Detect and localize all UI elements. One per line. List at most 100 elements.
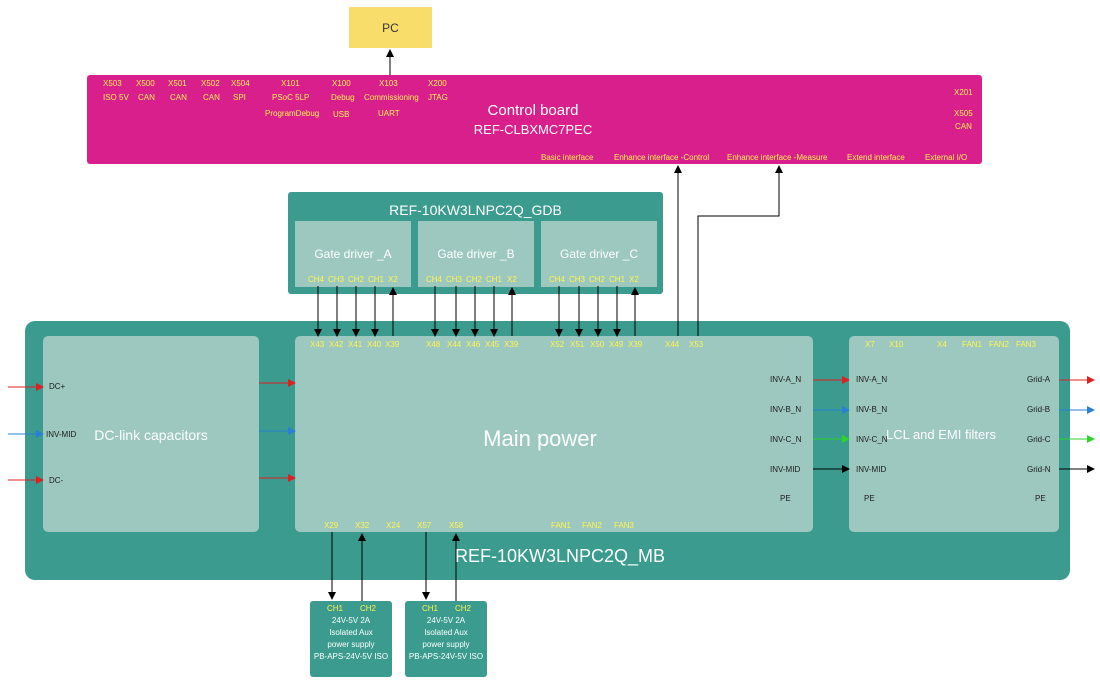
main-power-pin: X48 bbox=[426, 340, 441, 349]
connector-id: X505 bbox=[954, 109, 973, 118]
main-power-pin: X39 bbox=[628, 340, 643, 349]
filter-pin: FAN3 bbox=[1016, 340, 1037, 349]
main-power-pin: X57 bbox=[417, 521, 432, 530]
filter-pin: FAN1 bbox=[962, 340, 983, 349]
interface-label: External I/O bbox=[925, 153, 968, 162]
connector-id: X502 bbox=[201, 79, 220, 88]
filter-pin: X7 bbox=[865, 340, 875, 349]
connector-id: X201 bbox=[954, 88, 973, 97]
connector-desc: CAN bbox=[170, 93, 187, 102]
filter-pin: FAN2 bbox=[989, 340, 1010, 349]
connector-desc: CAN bbox=[203, 93, 220, 102]
connector-id: X101 bbox=[281, 79, 300, 88]
gate-driver-label: Gate driver _A bbox=[314, 247, 392, 261]
main-power-pin: X39 bbox=[385, 340, 400, 349]
connector-desc: ISO 5V bbox=[103, 93, 129, 102]
interface-label: Enhance interface -Control bbox=[614, 153, 710, 162]
main-power-pin: X49 bbox=[609, 340, 624, 349]
filters-label: LCL and EMI filters bbox=[885, 427, 997, 442]
connector-desc: CAN bbox=[955, 122, 972, 131]
connector-desc: SPI bbox=[233, 93, 246, 102]
interface-label: Extend interface bbox=[847, 153, 905, 162]
gate-driver-c bbox=[541, 221, 657, 287]
gate-pin: CH3 bbox=[328, 275, 345, 284]
pc-label: PC bbox=[382, 21, 399, 35]
connector-desc: CAN bbox=[138, 93, 155, 102]
main-power-pin: X32 bbox=[355, 521, 370, 530]
gate-pin: CH2 bbox=[589, 275, 606, 284]
main-power-pin: X51 bbox=[570, 340, 585, 349]
gate-driver-a bbox=[295, 221, 411, 287]
main-board-title: REF-10KW3LNPC2Q_MB bbox=[454, 546, 666, 566]
main-power-pin: X58 bbox=[449, 521, 464, 530]
aux-pin: CH2 bbox=[455, 604, 472, 613]
aux-pin: CH2 bbox=[360, 604, 377, 613]
gate-pin: CH4 bbox=[549, 275, 566, 284]
connector-id: X103 bbox=[379, 79, 398, 88]
aux-line: power supply bbox=[422, 640, 470, 649]
connector-desc: Commissioning bbox=[364, 93, 419, 102]
gate-pin: CH2 bbox=[348, 275, 365, 284]
main-power-pin: X24 bbox=[386, 521, 401, 530]
control-board-subtitle: REF-CLBXMC7PEC bbox=[473, 122, 593, 137]
main-power-pin: X41 bbox=[348, 340, 363, 349]
gate-pin: CH3 bbox=[569, 275, 586, 284]
aux-pin: CH1 bbox=[327, 604, 344, 613]
connector-id: X501 bbox=[168, 79, 187, 88]
connector-id: X503 bbox=[103, 79, 122, 88]
gdb-title: REF-10KW3LNPC2Q_GDB bbox=[389, 202, 562, 218]
grid-output: Grid-A bbox=[1027, 375, 1051, 384]
gate-driver-label: Gate driver _C bbox=[559, 247, 639, 261]
aux-line: 24V-5V 2A bbox=[331, 616, 371, 625]
gate-driver-b bbox=[418, 221, 534, 287]
filter-input: INV-MID bbox=[856, 465, 887, 474]
main-power-output: INV-A_N bbox=[770, 375, 802, 384]
main-power-pin: FAN2 bbox=[582, 521, 603, 530]
main-power-pin: X39 bbox=[504, 340, 519, 349]
main-power-pin: FAN3 bbox=[614, 521, 635, 530]
gate-pin: CH4 bbox=[426, 275, 443, 284]
filter-pin: X4 bbox=[937, 340, 947, 349]
main-power-output: INV-B_N bbox=[770, 405, 802, 414]
gate-pin: CH3 bbox=[446, 275, 463, 284]
filter-pin: X10 bbox=[889, 340, 904, 349]
connector-desc: JTAG bbox=[428, 93, 448, 102]
lcl-emi-filters bbox=[849, 336, 1059, 532]
gate-pin: X2 bbox=[629, 275, 639, 284]
connector-id: X100 bbox=[332, 79, 351, 88]
aux-line: power supply bbox=[327, 640, 375, 649]
dc-input-label: DC+ bbox=[49, 382, 66, 391]
aux-line: 24V-5V 2A bbox=[426, 616, 466, 625]
grid-output: Grid-B bbox=[1027, 405, 1051, 414]
grid-output: Grid-C bbox=[1027, 435, 1051, 444]
aux-line: PB-APS-24V-5V ISO bbox=[408, 652, 484, 661]
main-power-pin: X44 bbox=[665, 340, 680, 349]
grid-output: PE bbox=[1035, 494, 1046, 503]
main-power-pin: X45 bbox=[485, 340, 500, 349]
main-power bbox=[295, 336, 813, 532]
main-power-output: INV-MID bbox=[770, 465, 801, 474]
main-power-pin: X46 bbox=[466, 340, 481, 349]
connector-id: X504 bbox=[231, 79, 250, 88]
dc-input-label: INV-MID bbox=[46, 430, 77, 439]
connector-desc-2: ProgramDebug bbox=[265, 109, 320, 118]
interface-label: Enhance interface -Measure bbox=[727, 153, 828, 162]
main-power-pin: FAN1 bbox=[551, 521, 572, 530]
main-power-pin: X50 bbox=[590, 340, 605, 349]
dc-link-capacitors bbox=[43, 336, 259, 532]
aux-line: PB-APS-24V-5V ISO bbox=[313, 652, 389, 661]
dc-link-label: DC-link capacitors bbox=[94, 427, 208, 443]
interface-label: Basic interface bbox=[541, 153, 594, 162]
aux-power-supply bbox=[405, 601, 487, 677]
filter-input: PE bbox=[864, 494, 875, 503]
aux-line: Isolated Aux bbox=[329, 628, 373, 637]
main-power-pin: X53 bbox=[689, 340, 704, 349]
main-power-pin: X29 bbox=[324, 521, 339, 530]
connector-desc: PSoC 5LP bbox=[272, 93, 310, 102]
connector-id: X500 bbox=[136, 79, 155, 88]
connector-desc: Debug bbox=[331, 93, 355, 102]
gate-pin: CH1 bbox=[368, 275, 385, 284]
gate-pin: CH1 bbox=[486, 275, 503, 284]
main-power-pin: X40 bbox=[367, 340, 382, 349]
